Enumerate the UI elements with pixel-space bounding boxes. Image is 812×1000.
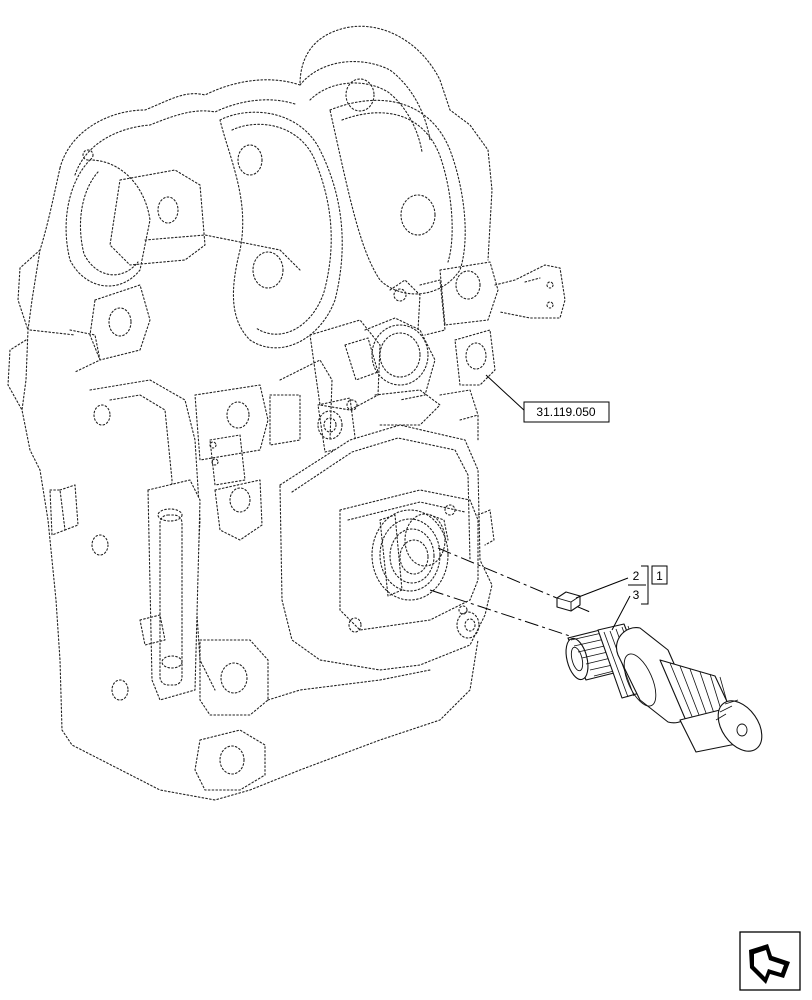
part-3-splined-shaft [565, 623, 763, 753]
item-2-label: 2 [633, 569, 640, 583]
group-bracket [628, 565, 649, 605]
reference-number: 31.119.050 [536, 405, 595, 419]
callout-reference[interactable]: 31.119.050 [523, 401, 610, 423]
next-page-arrow-icon[interactable] [739, 931, 801, 991]
transmission-housing [7, 25, 566, 801]
item-3-label: 3 [633, 588, 640, 602]
part-2-key [556, 591, 581, 612]
leader-lines [485, 374, 631, 631]
callout-item-2[interactable]: 2 [633, 569, 640, 583]
group-number: 1 [656, 569, 663, 583]
callout-group[interactable]: 1 [651, 565, 668, 585]
callout-item-3[interactable]: 3 [633, 588, 640, 602]
